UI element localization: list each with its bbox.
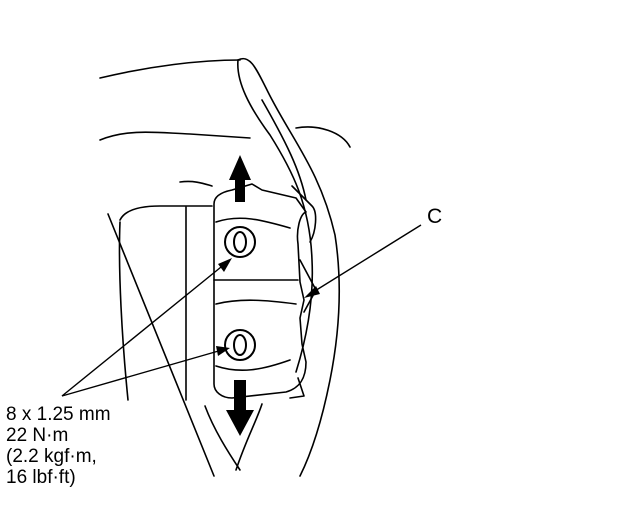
torque-kgfm-text: (2.2 kgf·m,	[6, 446, 97, 467]
leader-arrowhead-upper	[218, 258, 232, 272]
torque-nm-text: 22 N·m	[6, 425, 69, 446]
hinge-arm-edge	[291, 185, 317, 243]
bolt-spec-label: 8 x 1.25 mm 22 N·m (2.2 kgf·m, 16 lbf·ft…	[6, 404, 111, 488]
door-edge-line	[261, 99, 307, 201]
body-contour-right	[295, 126, 351, 148]
pillar-left-edge	[118, 221, 129, 401]
body-contour-small	[179, 180, 213, 187]
hinge-plate-seam-low	[215, 299, 297, 305]
leader-line-bolt-lower	[61, 349, 223, 397]
bolt-icon	[224, 329, 256, 361]
pillar-diagonal	[107, 213, 215, 477]
callout-label-c: C	[427, 205, 443, 228]
leader-line-c	[309, 224, 422, 295]
body-contour-mid	[99, 131, 251, 141]
door-edge-outer	[237, 57, 340, 477]
body-contour-top	[99, 59, 241, 79]
arrow-down-icon	[226, 380, 254, 436]
hinge-plate-outline	[213, 183, 307, 399]
pillar-lower-curve	[204, 405, 241, 471]
leader-arrowhead-c	[304, 286, 320, 298]
arrow-up-icon	[229, 155, 251, 202]
leader-line-bolt-upper	[61, 262, 227, 397]
hinge-lower-edge	[289, 377, 305, 399]
lower-curve-right	[235, 403, 263, 471]
bolt-size-text: 8 x 1.25 mm	[6, 404, 111, 425]
hinge-plate-seam-top	[215, 217, 291, 229]
torque-lbfft-text: 16 lbf·ft)	[6, 467, 76, 488]
pillar-left	[119, 205, 213, 221]
hinge-plate-seam-bottom	[215, 359, 291, 372]
leader-arrowhead-lower	[216, 346, 230, 356]
bolt-icon	[224, 226, 256, 258]
